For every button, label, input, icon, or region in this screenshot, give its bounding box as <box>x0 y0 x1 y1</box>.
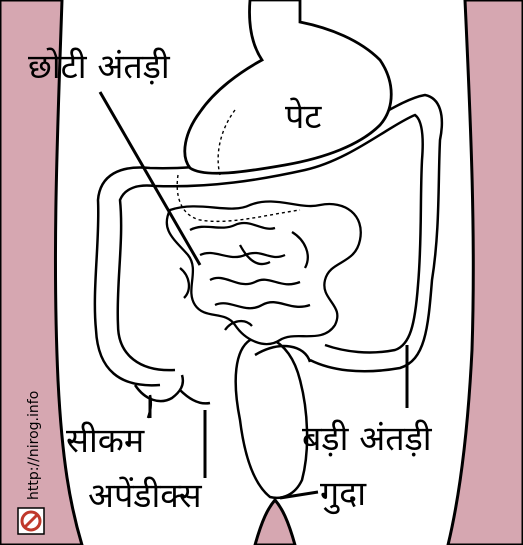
anus-label: गुदा <box>320 474 367 515</box>
small-intestine-pointer <box>100 92 200 265</box>
large-intestine-label: बड़ी अंतड़ी <box>302 419 433 459</box>
small-intestine <box>167 201 361 344</box>
cecum-label: सीकम <box>66 421 145 461</box>
no-entry-icon <box>18 508 44 534</box>
watermark-text: http://nirog.info <box>26 391 42 500</box>
appendix-label: अपेंडीक्स <box>88 476 203 516</box>
stomach-label: पेट <box>285 97 322 137</box>
small-intestine-label: छोटी अंतड़ी <box>28 47 171 87</box>
